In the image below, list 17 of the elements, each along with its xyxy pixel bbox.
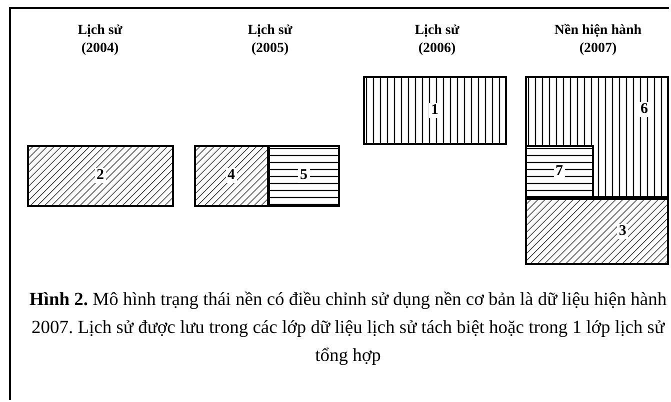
column-heading: Lịch sử (2004) bbox=[76, 22, 124, 58]
column-heading: Nền hiện hành (2007) bbox=[553, 22, 643, 58]
hatched-area bbox=[194, 145, 269, 207]
hatched-area bbox=[363, 76, 507, 145]
area-number: 5 bbox=[298, 168, 310, 183]
area-number: 4 bbox=[226, 168, 237, 183]
figure-caption: Hình 2. Mô hình trạng thái nền có điều chỉnh sử dụng nền cơ bản là dữ liệu hiện hành 2007. Lịch sử được lưu trong các lớp dữ liệu lịch sử tách biệt hoặc trong 1 lớp lịch sử tổng hợp bbox=[28, 289, 668, 368]
hatched-area bbox=[27, 145, 174, 207]
area-number: 1 bbox=[429, 102, 440, 118]
hatched-area bbox=[525, 145, 594, 198]
hatched-area bbox=[268, 145, 340, 207]
column-heading: Lịch sử (2005) bbox=[246, 22, 294, 58]
hatched-area bbox=[525, 198, 669, 265]
area-number: 6 bbox=[638, 102, 650, 118]
column-heading: Lịch sử (2006) bbox=[414, 22, 460, 58]
l-shaped-hatched-area bbox=[525, 76, 669, 198]
area-number: 2 bbox=[94, 168, 106, 183]
